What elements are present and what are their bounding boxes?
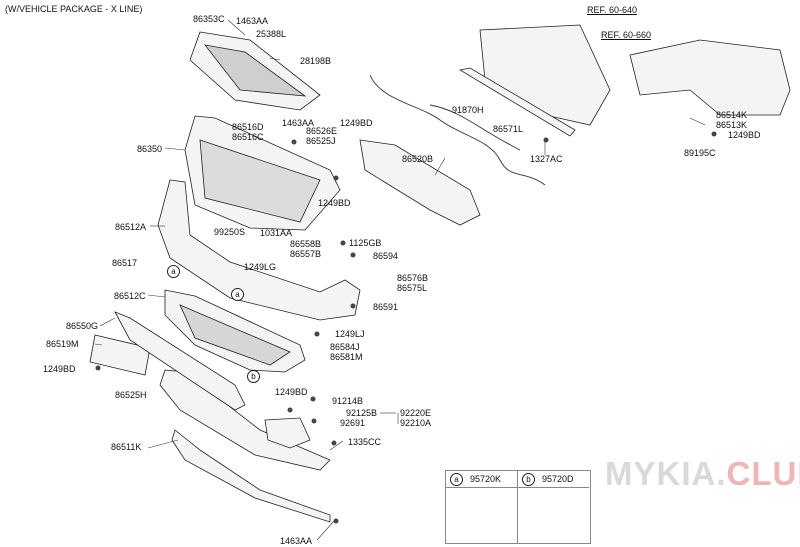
legend-key-a: a [450,473,463,486]
part-label-86514K[interactable]: 86514K [716,110,748,120]
watermark-main: MYKIA. [605,455,727,492]
part-label-86594[interactable]: 86594 [373,251,399,261]
part-label-86581M[interactable]: 86581M [330,352,363,362]
part-label-86576B[interactable]: 86576B [397,273,429,283]
legend-header-a: a 95720K [446,471,517,488]
part-label-92210A[interactable]: 92210A [400,418,432,428]
part-label-86517[interactable]: 86517 [112,258,138,268]
part-label-86557B[interactable]: 86557B [290,249,322,259]
part-label-28198B[interactable]: 28198B [300,56,332,66]
part-label-1463AA[interactable]: 1463AA [236,16,269,26]
part-label-99250S[interactable]: 99250S [214,227,246,237]
part-label-25388L[interactable]: 25388L [256,29,287,39]
callout-a-upper[interactable]: a [167,265,180,278]
part-label-86516D[interactable]: 86516D [232,122,264,132]
part-radiator-support [479,24,611,126]
part-label-1327AC[interactable]: 1327AC [530,154,563,164]
part-fog-lamp [264,417,311,449]
part-label-1249LJ[interactable]: 1249LJ [335,329,365,339]
legend-cell-b: b 95720D [518,471,589,543]
reference-link-60-640[interactable]: REF. 60-640 [587,5,638,15]
part-label-86512C[interactable]: 86512C [114,291,146,301]
part-label-1249BD-b[interactable]: 1249BD [318,198,351,208]
part-label-86513K[interactable]: 86513K [716,120,748,130]
watermark-accent: CLUB [726,455,800,492]
part-label-86511K[interactable]: 86511K [111,442,142,452]
part-label-1249BD-a[interactable]: 1249BD [340,118,373,128]
part-label-91214B[interactable]: 91214B [332,396,364,406]
site-watermark: MYKIA.CLUB [605,455,800,493]
part-label-86584J[interactable]: 86584J [330,342,360,352]
part-label-86526E[interactable]: 86526E [306,126,338,136]
part-license-bracket [89,334,151,376]
legend-cell-a: a 95720K [446,471,518,543]
part-label-86575L[interactable]: 86575L [397,283,428,293]
part-bumper-cover [157,179,361,321]
part-lower-lip [171,429,331,523]
part-fender [629,39,791,116]
legend-header-b: b 95720D [518,471,589,488]
part-label-86525H[interactable]: 86525H [115,390,147,400]
legend-part-95720K[interactable]: 95720K [470,474,502,484]
part-label-86591[interactable]: 86591 [373,302,399,312]
part-label-92691[interactable]: 92691 [340,418,366,428]
part-label-91870H[interactable]: 91870H [452,105,484,115]
part-label-1031AA[interactable]: 1031AA [260,228,293,238]
part-wiring-harness [369,74,546,186]
legend-key-b: b [522,473,535,486]
part-label-1249LG[interactable]: 1249LG [244,262,277,272]
part-label-1249BD-c[interactable]: 1249BD [43,364,76,374]
part-label-92220E[interactable]: 92220E [400,408,432,418]
part-energy-absorber [359,139,481,226]
part-label-86353C[interactable]: 86353C [193,14,225,24]
part-label-89195C[interactable]: 89195C [684,148,716,158]
callout-b[interactable]: b [247,370,260,383]
part-garnish [114,311,246,411]
part-label-86558B[interactable]: 86558B [290,239,322,249]
part-label-86516C[interactable]: 86516C [232,132,264,142]
part-label-1249BD-d[interactable]: 1249BD [275,387,308,397]
part-label-1463AA-bottom[interactable]: 1463AA [280,536,313,546]
part-label-92125B[interactable]: 92125B [346,408,378,418]
sensor-legend-box: a 95720K b 95720D [445,470,591,544]
part-label-1125GB[interactable]: 1125GB [349,238,382,248]
part-label-86550G[interactable]: 86550G [66,321,99,331]
legend-part-95720D[interactable]: 95720D [542,474,574,484]
part-label-86519M[interactable]: 86519M [46,339,79,349]
part-label-86525J[interactable]: 86525J [306,136,336,146]
part-reinforcement [458,67,576,137]
callout-a-lower[interactable]: a [231,288,244,301]
part-label-1463AA-mid[interactable]: 1463AA [282,118,315,128]
page-title: (W/VEHICLE PACKAGE - X LINE) [5,4,143,14]
reference-link-60-660[interactable]: REF. 60-660 [601,30,652,40]
part-label-86520B[interactable]: 86520B [402,154,434,164]
part-label-86350[interactable]: 86350 [137,144,163,154]
part-label-86512A[interactable]: 86512A [115,222,147,232]
part-label-86571L[interactable]: 86571L [493,124,524,134]
part-label-1249BD-e[interactable]: 1249BD [728,130,761,140]
part-label-1335CC[interactable]: 1335CC [348,437,382,447]
